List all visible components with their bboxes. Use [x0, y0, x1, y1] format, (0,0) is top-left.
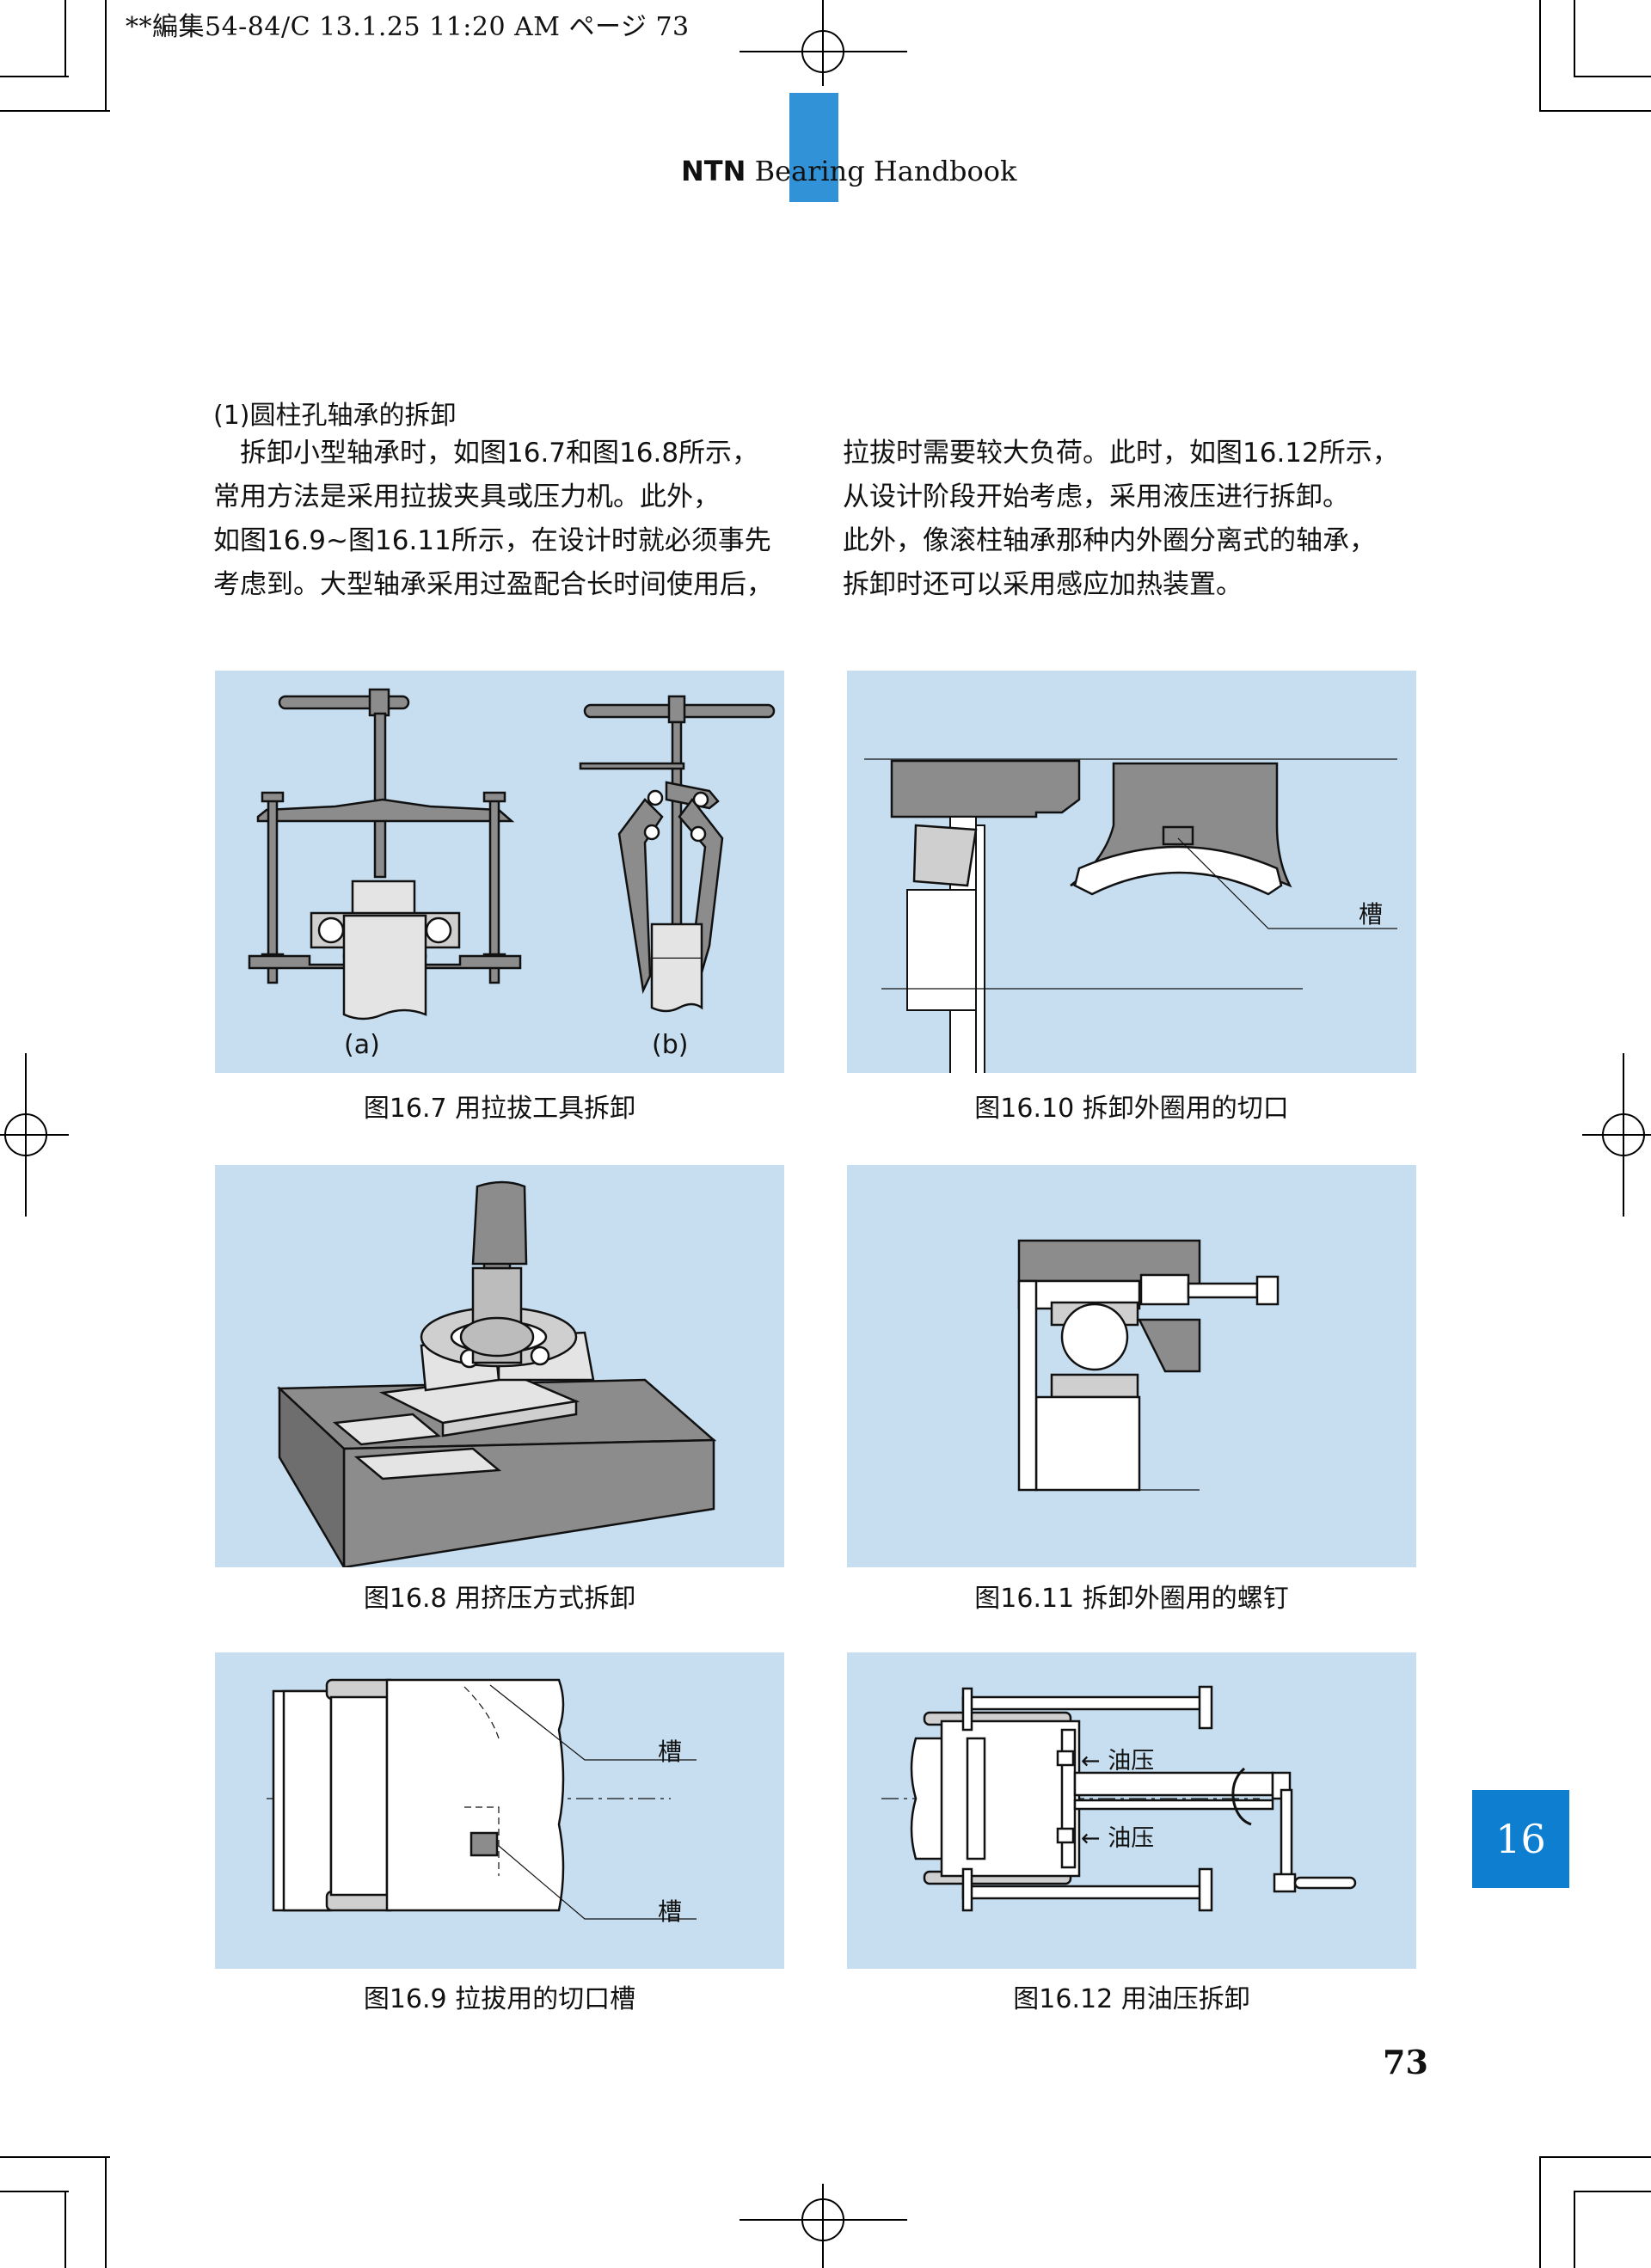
figure-16-10-caption: 图16.10 拆卸外圈用的切口	[974, 1094, 1289, 1124]
figure-16-9-caption: 图16.9 拉拔用的切口槽	[363, 1984, 636, 2014]
body-line: 此外，像滚柱轴承那种内外圈分离式的轴承，	[843, 525, 1376, 556]
header-brand: NTN	[681, 155, 746, 187]
page-number: 73	[1383, 2043, 1428, 2081]
figure-16-11-caption: 图16.11 拆卸外圈用的螺钉	[974, 1584, 1289, 1614]
figure-16-12-caption: 图16.12 用油压拆卸	[1013, 1984, 1250, 2014]
subfigure-label-b: (b)	[652, 1030, 689, 1060]
body-line: 常用方法是采用拉拔夹具或压力机。此外，	[213, 481, 720, 512]
outer-ring-notch-drawing	[864, 758, 1397, 1073]
print-meta: **編集54-84/C 13.1.25 11:20 AM ページ 73	[126, 12, 690, 42]
groove-label: 槽	[1359, 900, 1384, 929]
outer-ring-screw-drawing	[1017, 1239, 1280, 1492]
body-column-1: 拆卸小型轴承时，如图16.7和图16.8所示， 常用方法是采用拉拔夹具或压力机。…	[213, 432, 773, 607]
header-title: NTN Bearing Handbook	[681, 155, 1016, 187]
groove-label-bottom: 槽	[658, 1897, 683, 1926]
puller-groove-drawing	[267, 1678, 697, 1920]
body-line: 拆卸小型轴承时，如图16.7和图16.8所示，	[213, 438, 759, 469]
figure-16-10-panel: 槽	[847, 671, 1416, 1073]
header-accent-block	[789, 93, 838, 202]
body-line: 拆卸时还可以采用感应加热装置。	[843, 569, 1243, 600]
figure-16-7-panel: (a) (b)	[215, 671, 784, 1073]
section-heading: (1)圆柱孔轴承的拆卸	[213, 401, 457, 431]
groove-label-top: 槽	[658, 1738, 683, 1766]
figure-16-7-caption: 图16.7 用拉拔工具拆卸	[363, 1094, 636, 1124]
body-line: 从设计阶段开始考虑，采用液压进行拆卸。	[843, 481, 1349, 512]
chapter-tab: 16	[1472, 1790, 1569, 1888]
figure-16-8-caption: 图16.8 用挤压方式拆卸	[363, 1584, 636, 1614]
figure-16-8-panel	[215, 1165, 784, 1567]
figure-16-9-panel: 槽 槽	[215, 1652, 784, 1969]
subfigure-label-a: (a)	[344, 1030, 380, 1060]
oil-pressure-label-bottom: ← 油压	[1081, 1825, 1155, 1852]
body-column-2: 拉拔时需要较大负荷。此时，如图16.12所示， 从设计阶段开始考虑，采用液压进行…	[843, 432, 1399, 607]
figure-16-12-panel: ← 油压 ← 油压	[847, 1652, 1416, 1969]
body-line: 拉拔时需要较大负荷。此时，如图16.12所示，	[843, 438, 1399, 469]
header-book-title: Bearing Handbook	[754, 155, 1017, 187]
body-line: 如图16.9~图16.11所示，在设计时就必须事先	[213, 525, 771, 556]
hydraulic-removal-drawing	[881, 1685, 1357, 1912]
press-removal-drawing	[276, 1180, 717, 1567]
oil-pressure-label-top: ← 油压	[1081, 1748, 1155, 1775]
figure-16-11-panel	[847, 1165, 1416, 1567]
puller-tools-drawing	[248, 688, 776, 1021]
body-line: 考虑到。大型轴承采用过盈配合长时间使用后，	[213, 569, 773, 600]
